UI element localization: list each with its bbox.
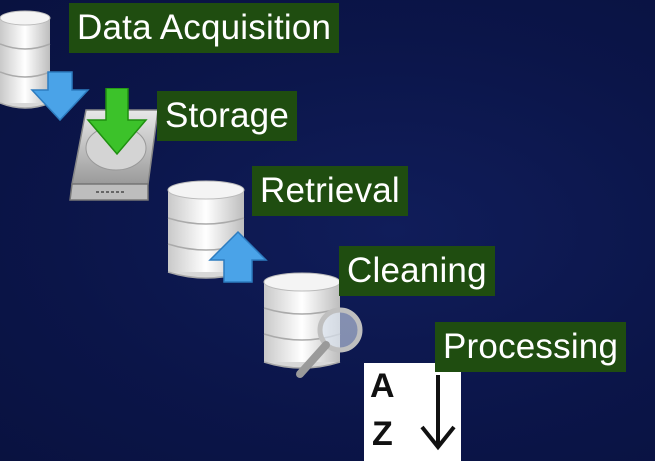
sort-a-z-icon: A Z — [364, 363, 461, 461]
step-label-cleaning: Cleaning — [339, 246, 495, 296]
hard-drive-download-icon — [66, 88, 166, 213]
database-down-arrow-icon — [0, 10, 95, 125]
step-label-processing: Processing — [435, 322, 627, 372]
step-label-storage: Storage — [157, 91, 297, 141]
step-label-retrieval: Retrieval — [252, 166, 408, 216]
sort-letter-bottom: Z — [372, 415, 393, 453]
sort-arrow-down-icon — [420, 375, 456, 451]
sort-letter-top: A — [370, 367, 395, 405]
step-label-data-acquisition: Data Acquisition — [69, 3, 340, 53]
database-magnifier-icon — [262, 272, 367, 382]
database-up-arrow-icon — [166, 180, 276, 290]
